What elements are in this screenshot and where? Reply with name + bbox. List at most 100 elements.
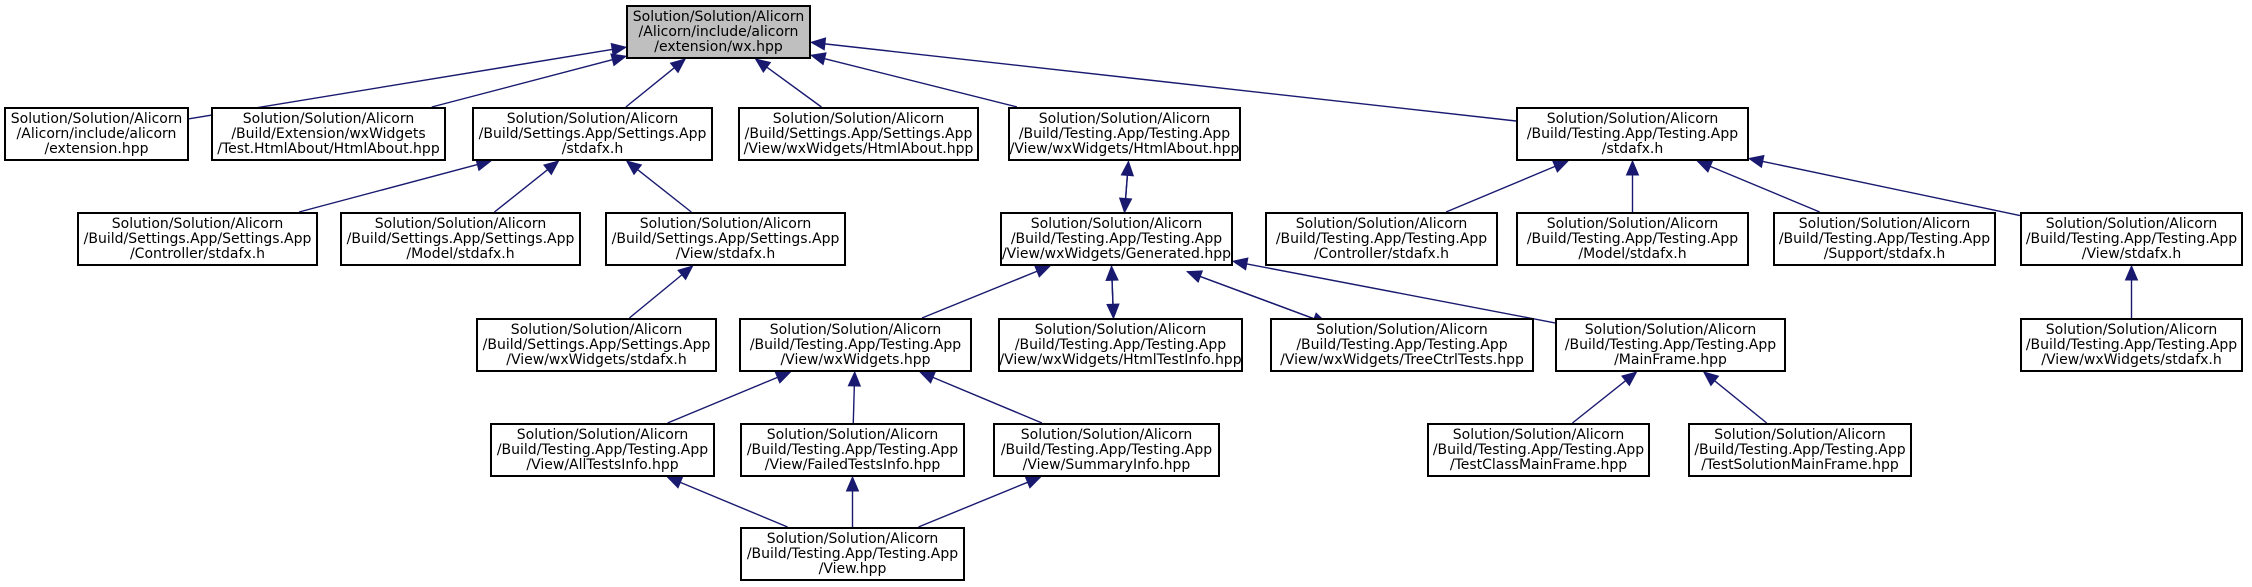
node-settings-view-stdafx-h[interactable]: Solution/Solution/Alicorn /Build/Setting… — [605, 212, 846, 266]
node-line: /View/wxWidgets/stdafx.h — [506, 351, 687, 368]
edge-n8-to-n3 — [494, 169, 549, 213]
arrowhead-n24-to-n19 — [1621, 371, 1638, 387]
node-wx-hpp[interactable]: Solution/Solution/Alicorn /Alicorn/inclu… — [626, 5, 811, 59]
node-line: /Build/Testing.App/Testing.App — [1018, 125, 1231, 142]
node-line: Solution/Solution/Alicorn — [1452, 426, 1625, 443]
node-line: /Controller/stdafx.h — [129, 245, 266, 262]
node-testing-testclassmainframe-hpp[interactable]: Solution/Solution/Alicorn /Build/Testing… — [1427, 423, 1650, 477]
arrowhead-n1-to-root — [610, 42, 628, 57]
node-settings-controller-stdafx-h[interactable]: Solution/Solution/Alicorn /Build/Setting… — [77, 212, 318, 266]
node-extension-hpp[interactable]: Solution/Solution/Alicorn /Alicorn/inclu… — [4, 107, 189, 161]
edge-n24-to-n19 — [1572, 380, 1627, 424]
node-line: /View/wxWidgets/stdafx.h — [2041, 351, 2222, 368]
edge-n21-to-n16 — [667, 376, 778, 424]
node-testing-generated-hpp[interactable]: Solution/Solution/Alicorn /Build/Testing… — [1000, 212, 1233, 266]
node-line: Solution/Solution/Alicorn — [1038, 110, 1211, 127]
node-line: /Build/Testing.App/Testing.App — [1275, 230, 1488, 247]
node-testing-alltestsinfo-hpp[interactable]: Solution/Solution/Alicorn /Build/Testing… — [490, 423, 715, 477]
node-line: Solution/Solution/Alicorn — [516, 426, 689, 443]
node-testing-htmlabout-hpp[interactable]: Solution/Solution/Alicorn /Build/Testing… — [1008, 107, 1241, 161]
node-line: /Build/Testing.App/Testing.App — [1432, 441, 1645, 458]
node-line: Solution/Solution/Alicorn — [1546, 110, 1719, 127]
node-line: /Build/Settings.App/Settings.App — [744, 125, 973, 142]
node-testing-controller-stdafx-h[interactable]: Solution/Solution/Alicorn /Build/Testing… — [1265, 212, 1498, 266]
node-line: /Build/Testing.App/Testing.App — [496, 441, 709, 458]
node-testing-treectrltests-hpp[interactable]: Solution/Solution/Alicorn /Build/Testing… — [1270, 318, 1534, 372]
node-testing-wxwidgets-hpp[interactable]: Solution/Solution/Alicorn /Build/Testing… — [739, 318, 972, 372]
node-settings-model-stdafx-h[interactable]: Solution/Solution/Alicorn /Build/Setting… — [340, 212, 581, 266]
node-line: /Controller/stdafx.h — [1313, 245, 1450, 262]
arrowhead-n14-to-n6 — [1747, 154, 1765, 169]
node-line: /TestClassMainFrame.hpp — [1449, 456, 1628, 473]
node-line: /View/SummaryInfo.hpp — [1022, 456, 1191, 473]
node-line: Solution/Solution/Alicorn — [506, 110, 679, 127]
node-line: Solution/Solution/Alicorn — [2045, 215, 2218, 232]
node-line: Solution/Solution/Alicorn — [766, 530, 939, 547]
node-line: Solution/Solution/Alicorn — [111, 215, 284, 232]
node-line: /Build/Testing.App/Testing.App — [1014, 336, 1227, 353]
node-line: /Build/Settings.App/Settings.App — [611, 230, 840, 247]
node-line: /Build/Settings.App/Settings.App — [346, 230, 575, 247]
node-line: /View/wxWidgets/Generated.hpp — [1001, 245, 1232, 262]
node-testing-wxwidgets-stdafx-h[interactable]: Solution/Solution/Alicorn /Build/Testing… — [2020, 318, 2243, 372]
node-line: Solution/Solution/Alicorn — [772, 110, 945, 127]
node-line: /Build/Settings.App/Settings.App — [478, 125, 707, 142]
node-line: Solution/Solution/Alicorn — [1030, 215, 1203, 232]
arrowhead-n10-to-n17 — [1106, 303, 1120, 320]
node-testing-view-stdafx-h[interactable]: Solution/Solution/Alicorn /Build/Testing… — [2020, 212, 2243, 266]
node-line: Solution/Solution/Alicorn — [2045, 321, 2218, 338]
node-line: /Build/Testing.App/Testing.App — [746, 441, 959, 458]
node-testing-view-hpp[interactable]: Solution/Solution/Alicorn /Build/Testing… — [740, 527, 965, 581]
node-line: /MainFrame.hpp — [1614, 351, 1727, 368]
node-testing-summaryinfo-hpp[interactable]: Solution/Solution/Alicorn /Build/Testing… — [993, 423, 1220, 477]
node-testing-model-stdafx-h[interactable]: Solution/Solution/Alicorn /Build/Testing… — [1516, 212, 1749, 266]
edge-n14-to-n6 — [1762, 160, 2021, 217]
node-extension-htmlabout-hpp[interactable]: Solution/Solution/Alicorn /Build/Extensi… — [211, 107, 446, 161]
edge-n13-to-n6 — [1709, 165, 1820, 213]
node-testing-mainframe-hpp[interactable]: Solution/Solution/Alicorn /Build/Testing… — [1555, 318, 1786, 372]
node-line: Solution/Solution/Alicorn — [1584, 321, 1757, 338]
node-line: /Build/Testing.App/Testing.App — [746, 545, 959, 562]
node-line: /stdafx.h — [1601, 140, 1664, 157]
node-line: /Build/Testing.App/Testing.App — [1564, 336, 1777, 353]
edge-n26-to-n21 — [680, 481, 788, 528]
node-testing-failedtestsinfo-hpp[interactable]: Solution/Solution/Alicorn /Build/Testing… — [740, 423, 965, 477]
edge-n6-to-root — [824, 43, 1517, 122]
arrowhead-n16-to-n10 — [1034, 265, 1052, 278]
node-settings-stdafx-h[interactable]: Solution/Solution/Alicorn /Build/Setting… — [472, 107, 713, 161]
node-line: Solution/Solution/Alicorn — [1020, 426, 1193, 443]
node-settings-htmlabout-hpp[interactable]: Solution/Solution/Alicorn /Build/Setting… — [738, 107, 979, 161]
node-line: /Model/stdafx.h — [1578, 245, 1687, 262]
node-line: /View/wxWidgets/HtmlAbout.hpp — [743, 140, 974, 157]
node-line: Solution/Solution/Alicorn — [510, 321, 683, 338]
edge-n15-to-n9 — [628, 274, 683, 319]
node-line: /View/wxWidgets/HtmlTestInfo.hpp — [999, 351, 1242, 368]
node-testing-htmltestinfo-hpp[interactable]: Solution/Solution/Alicorn /Build/Testing… — [998, 318, 1243, 372]
node-settings-wxwidgets-stdafx-h[interactable]: Solution/Solution/Alicorn /Build/Setting… — [476, 318, 717, 372]
node-line: /Alicorn/include/alicorn — [16, 125, 177, 142]
arrowhead-n21-to-n16 — [774, 371, 792, 384]
node-line: /Alicorn/include/alicorn — [638, 23, 799, 40]
node-line: /Build/Testing.App/Testing.App — [2025, 230, 2238, 247]
arrowhead-n4-to-root — [754, 58, 772, 74]
arrowhead-n20-to-n14 — [2124, 264, 2139, 281]
node-line: Solution/Solution/Alicorn — [766, 426, 939, 443]
node-line: /Build/Testing.App/Testing.App — [1778, 230, 1991, 247]
node-line: Solution/Solution/Alicorn — [1034, 321, 1207, 338]
node-testing-testsolutionmainframe-hpp[interactable]: Solution/Solution/Alicorn /Build/Testing… — [1688, 423, 1912, 477]
node-line: /stdafx.h — [561, 140, 624, 157]
node-line: /Build/Testing.App/Testing.App — [1000, 441, 1213, 458]
node-line: Solution/Solution/Alicorn — [769, 321, 942, 338]
node-line: Solution/Solution/Alicorn — [1798, 215, 1971, 232]
arrowhead-n26-to-n22 — [845, 475, 860, 492]
edge-n10-to-n18 — [1186, 270, 1315, 320]
node-line: /View.hpp — [818, 560, 887, 577]
node-line: /TestSolutionMainFrame.hpp — [1701, 456, 1899, 473]
node-testing-support-stdafx-h[interactable]: Solution/Solution/Alicorn /Build/Testing… — [1773, 212, 1996, 266]
node-line: /Build/Extension/wxWidgets — [231, 125, 426, 142]
node-testing-stdafx-h[interactable]: Solution/Solution/Alicorn /Build/Testing… — [1516, 107, 1749, 161]
node-line: /Build/Testing.App/Testing.App — [1526, 230, 1739, 247]
node-line: Solution/Solution/Alicorn — [1546, 215, 1719, 232]
